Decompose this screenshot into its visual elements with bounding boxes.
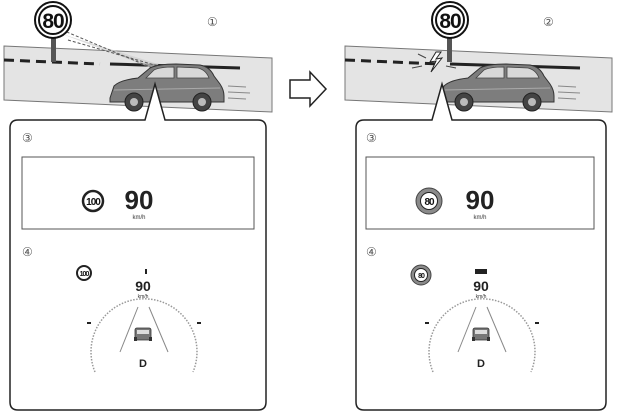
ego-vehicle-icon [471,327,491,342]
road-sign-value: 80 [439,10,461,33]
head-up-display [21,156,255,230]
head-up-display [365,156,595,230]
gear-indicator: D [139,358,147,370]
cluster-speed: 90 [135,278,151,294]
lane-line-right [148,306,169,353]
lane-line-left [119,306,139,353]
ego-vehicle-icon [133,327,153,342]
motion-lines [557,85,581,100]
hud-speed-unit: km/h [473,215,486,221]
step-label-3: ③ [22,131,33,145]
step-label-4: ④ [366,245,377,259]
sign-pole [447,30,452,62]
sign-pole [51,30,56,62]
speedometer-arc [428,298,536,373]
cluster-speed-unit: km/h [476,294,487,300]
lane-line-right [486,306,507,353]
callout-frame [9,81,267,411]
cluster-sign-icon [76,265,92,281]
hud-speed-unit: km/h [132,215,145,221]
step-label-1: ① [207,15,218,29]
lightning-bolt-icon [429,51,444,73]
panel-before: ① 80 ③ 100 90 km/h ④ 100 [3,1,273,411]
panel-after: ② 80 ③ 80 90 km/h ④ 80 90 km [344,1,613,411]
hud-speed: 90 [466,185,495,215]
step-label-2: ② [543,15,554,29]
hud-sign-icon [81,189,105,213]
hud-sign-value: 80 [424,197,435,208]
speedometer-arc [90,298,198,373]
lane-line-left [457,306,477,353]
hud-speed: 90 [125,185,154,215]
hud-sign-value: 100 [86,197,101,208]
cluster-speed: 90 [473,278,489,294]
cluster-sign-value: 100 [80,271,90,278]
gear-indicator: D [477,358,485,370]
step-label-3: ③ [366,131,377,145]
cluster-speed-unit: km/h [138,294,149,300]
transition-arrow-icon [289,70,328,108]
road-sign-value: 80 [42,10,64,33]
recognition-rays [411,53,457,69]
motion-lines [227,85,251,100]
cluster-sign-value: 80 [418,273,425,280]
step-label-4: ④ [22,245,33,259]
